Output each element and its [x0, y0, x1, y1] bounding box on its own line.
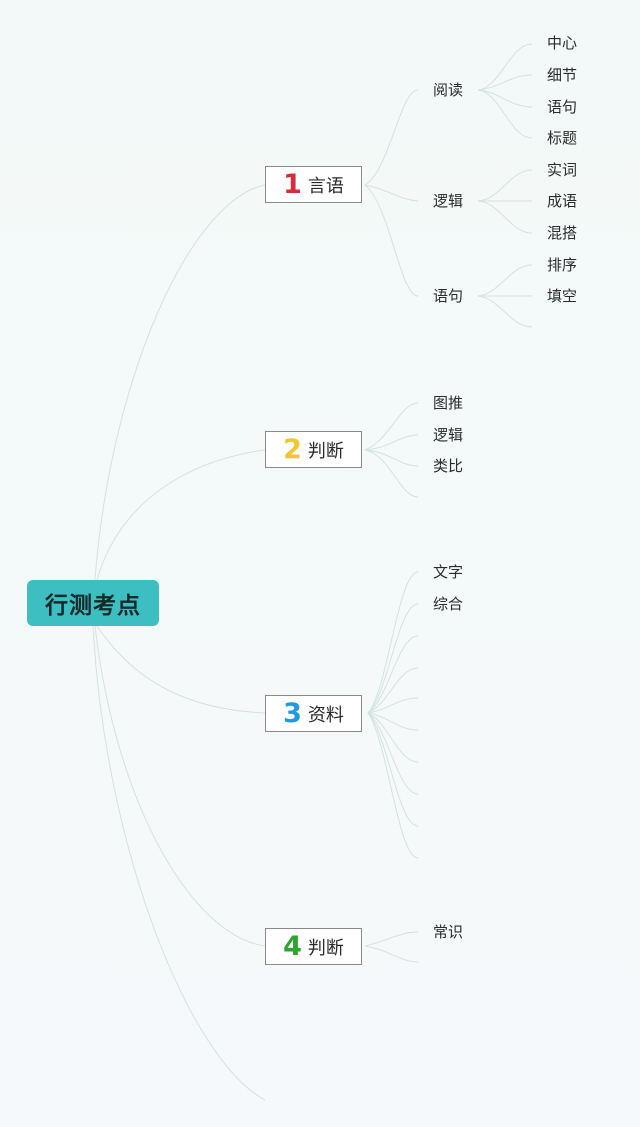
- leaf-node[interactable]: 细节: [547, 66, 578, 84]
- leaf-node[interactable]: 混搭: [547, 224, 578, 242]
- branch-node-3[interactable]: 3 资料: [265, 695, 362, 732]
- root-label: 行测考点: [45, 593, 141, 619]
- branch-node-2[interactable]: 2 判断: [265, 431, 362, 468]
- sub-node[interactable]: 语句: [433, 287, 464, 305]
- leaf-node[interactable]: 语句: [547, 98, 578, 116]
- sub-node[interactable]: 综合: [433, 595, 464, 613]
- leaf-node[interactable]: 填空: [547, 287, 578, 305]
- branch-label: 资料: [307, 704, 344, 726]
- branch-number: 1: [283, 169, 302, 200]
- branch-node-1[interactable]: 1 言语: [265, 166, 362, 203]
- root-node[interactable]: 行测考点: [27, 580, 159, 626]
- leaf-node[interactable]: 标题: [547, 129, 578, 147]
- branch-label: 判断: [307, 440, 344, 462]
- leaf-node[interactable]: 成语: [547, 192, 578, 210]
- sub-node[interactable]: 阅读: [433, 81, 464, 99]
- branch-node-4[interactable]: 4 判断: [265, 928, 362, 965]
- leaf-node[interactable]: 排序: [547, 256, 578, 274]
- leaf-node[interactable]: 实词: [547, 161, 578, 179]
- branch-label: 判断: [307, 937, 344, 959]
- branch-number: 4: [283, 931, 302, 962]
- sub-node[interactable]: 文字: [433, 563, 464, 581]
- sub-node[interactable]: 类比: [433, 457, 464, 475]
- sub-node[interactable]: 常识: [433, 923, 464, 941]
- branch-label: 言语: [307, 175, 344, 197]
- sub-node[interactable]: 图推: [433, 394, 464, 412]
- sub-node[interactable]: 逻辑: [433, 426, 464, 444]
- branch-number: 3: [283, 698, 302, 729]
- sub-node[interactable]: 逻辑: [433, 192, 464, 210]
- branch-number: 2: [283, 434, 302, 465]
- leaf-node[interactable]: 中心: [547, 34, 578, 52]
